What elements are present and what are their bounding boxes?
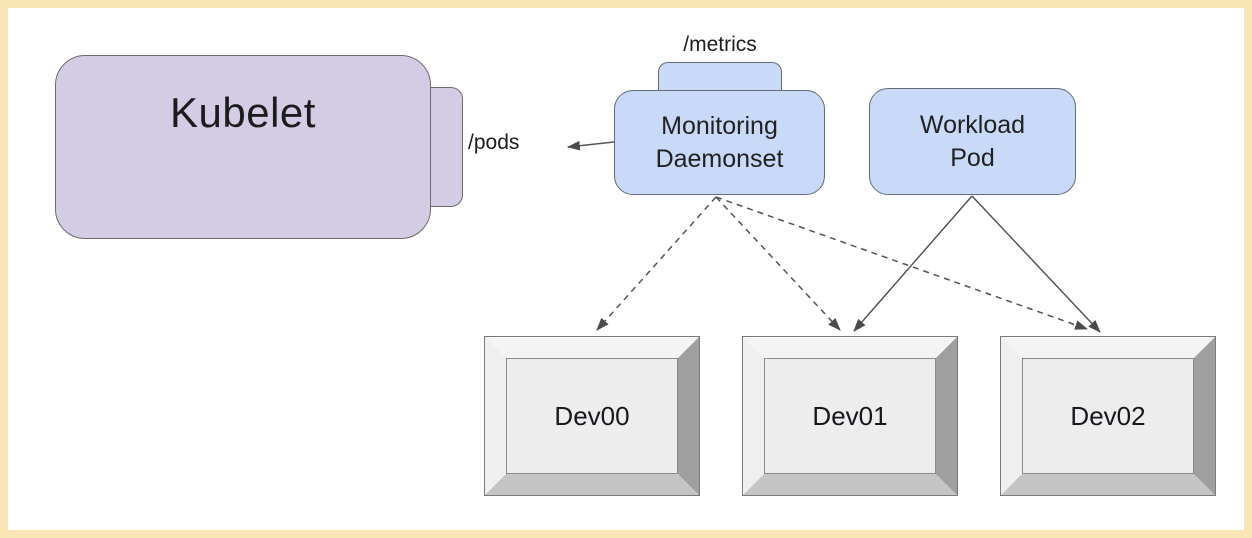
node-dev00: Dev00: [484, 336, 700, 496]
dev00-label: Dev00: [554, 400, 630, 431]
edge-monitoring-to-pods: [566, 140, 615, 151]
dev02-face: Dev02: [1022, 358, 1194, 474]
dev01-face: Dev01: [764, 358, 936, 474]
node-kubelet: Kubelet: [55, 55, 431, 239]
node-monitoring-daemonset: Monitoring Daemonset: [614, 90, 825, 195]
edge-monitoring-to-dev02: [715, 196, 1089, 330]
monitoring-daemonset-label-line2: Daemonset: [655, 144, 784, 173]
edge-monitoring-to-dev00: [596, 196, 717, 331]
kubelet-label: Kubelet: [170, 89, 316, 136]
workload-pod-label-line1: Workload: [919, 110, 1026, 139]
metrics-endpoint-label: /metrics: [683, 33, 757, 56]
pods-endpoint-label: /pods: [468, 131, 520, 154]
node-dev02: Dev02: [1000, 336, 1216, 496]
dev01-label: Dev01: [812, 400, 888, 431]
dev00-face: Dev00: [506, 358, 678, 474]
dev00-bevel: [485, 337, 699, 495]
dev01-bevel: [743, 337, 957, 495]
edge-monitoring-to-dev01: [715, 196, 841, 331]
edge-workload-to-dev01: [853, 195, 973, 332]
monitoring-daemonset-label-line1: Monitoring: [661, 111, 778, 140]
edge-workload-to-dev02: [971, 195, 1101, 333]
node-dev01: Dev01: [742, 336, 958, 496]
dev02-bevel: [1001, 337, 1215, 495]
dev02-label: Dev02: [1070, 400, 1146, 431]
node-workload-pod: Workload Pod: [869, 88, 1076, 195]
workload-pod-label-line2: Pod: [950, 143, 995, 172]
